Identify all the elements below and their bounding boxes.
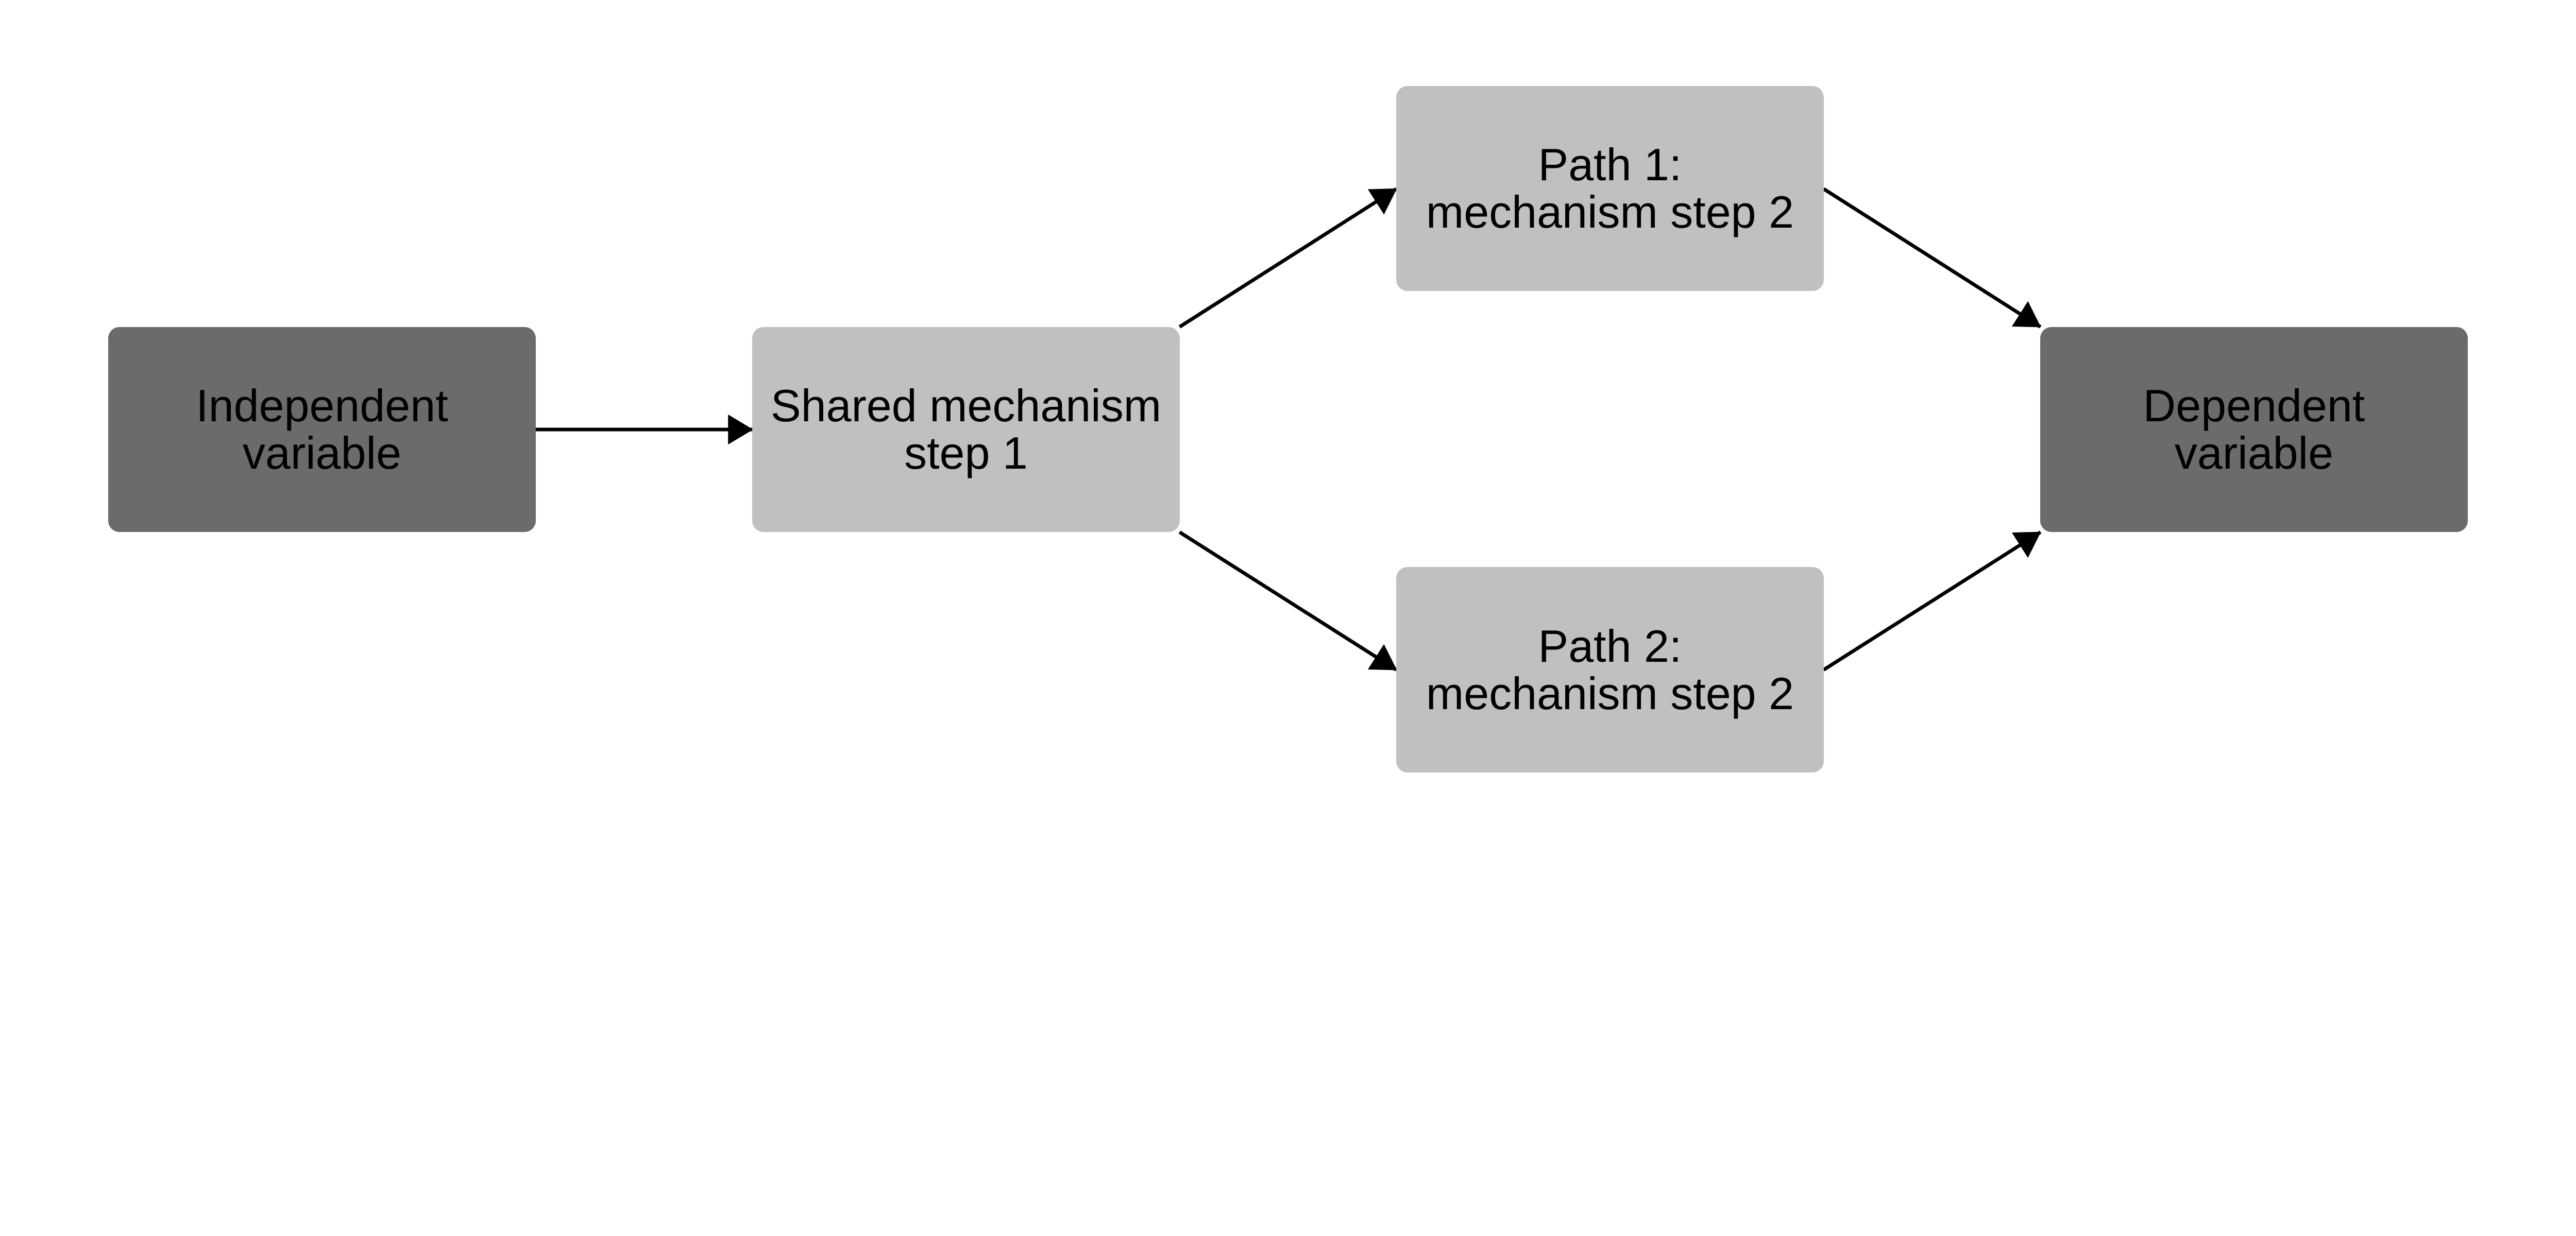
diagram-canvas: Independent variable Shared mechanism st… <box>108 85 2468 772</box>
node-path-1: Path 1: mechanism step 2 <box>1396 85 1824 291</box>
node-label-line-1: Path 1: <box>1538 139 1682 190</box>
node-shared-mechanism-step-1: Shared mechanism step 1 <box>752 327 1180 533</box>
node-label-line-2: variable <box>2174 427 2334 478</box>
node-label-line-1: Independent <box>196 380 448 431</box>
edge-path2-to-dependent <box>1822 530 2042 672</box>
edge-shared-to-path2 <box>1178 530 1398 672</box>
node-label-line-1: Shared mechanism <box>770 380 1162 431</box>
node-independent-variable: Independent variable <box>108 327 536 533</box>
node-label-line-2: mechanism step 2 <box>1426 667 1794 719</box>
node-path-2: Path 2: mechanism step 2 <box>1396 567 1824 772</box>
node-label-line-1: Path 2: <box>1538 620 1682 672</box>
node-label-line-2: variable <box>242 427 402 478</box>
node-label-line-2: mechanism step 2 <box>1426 186 1794 237</box>
node-dependent-variable: Dependent variable <box>2040 327 2468 533</box>
edge-shared-to-path1 <box>1178 187 1398 329</box>
edges-layer <box>535 187 2042 672</box>
node-label-line-1: Dependent <box>2143 380 2365 431</box>
node-label-line-2: step 1 <box>904 427 1028 478</box>
edge-path1-to-dependent <box>1822 187 2042 329</box>
